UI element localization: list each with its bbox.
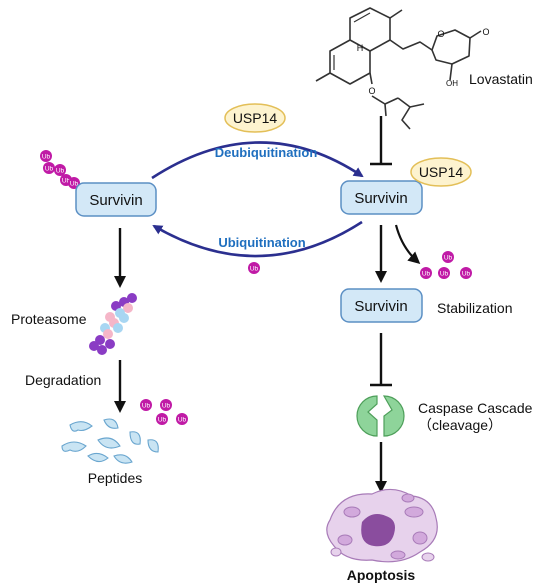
chem-o-label: O xyxy=(437,29,444,39)
survivin-stable-box: Survivin xyxy=(340,288,423,323)
peptides-icon xyxy=(61,418,159,464)
caspase-cascade-label: Caspase Cascade xyxy=(418,400,533,416)
caspase-inhibition-arrow xyxy=(370,333,392,387)
chem-h-label: H xyxy=(357,43,364,53)
svg-text:Ub: Ub xyxy=(42,154,51,161)
degradation-label: Degradation xyxy=(25,372,101,388)
lovastatin-inhibition-arrow xyxy=(370,116,392,166)
proteasome-label: Proteasome xyxy=(11,311,87,327)
chem-o-label: O xyxy=(368,86,375,96)
apoptosis-cell xyxy=(326,488,438,563)
apoptosis-label: Apoptosis xyxy=(347,567,416,583)
deubiquitination-arrow xyxy=(151,141,364,180)
svg-text:Ub: Ub xyxy=(45,166,54,173)
svg-text:Ub: Ub xyxy=(62,178,71,185)
ub-marker: Ub xyxy=(248,262,260,274)
lovastatin-structure xyxy=(315,7,482,130)
usp14-right-label: USP14 xyxy=(419,164,464,180)
survivin-left-label: Survivin xyxy=(89,192,142,209)
svg-text:Ub: Ub xyxy=(440,271,449,278)
svg-text:Ub: Ub xyxy=(250,266,259,273)
svg-text:Ub: Ub xyxy=(444,255,453,262)
ub-release-arrow xyxy=(394,224,421,264)
svg-text:Ub: Ub xyxy=(142,403,151,410)
deubiquitination-label: Deubiquitination xyxy=(215,145,318,160)
svg-text:Ub: Ub xyxy=(70,181,79,188)
survivin-right-label: Survivin xyxy=(354,190,407,207)
usp14-top-badge: USP14 xyxy=(224,103,286,133)
svg-text:Ub: Ub xyxy=(158,417,167,424)
caspase-icon xyxy=(356,395,405,437)
chem-oh-label: OH xyxy=(446,79,458,88)
proteasome-icon xyxy=(89,293,137,355)
survivin-left-box: Survivin xyxy=(75,182,157,217)
cleavage-label: （cleavage） xyxy=(418,417,502,433)
ub-released-cluster: Ub Ub Ub Ub xyxy=(420,251,472,279)
survivin-stable-label: Survivin xyxy=(354,298,407,315)
svg-text:Ub: Ub xyxy=(178,417,187,424)
svg-text:Ub: Ub xyxy=(422,271,431,278)
usp14-top-label: USP14 xyxy=(233,110,278,126)
ub-chain-left: Ub Ub Ub Ub Ub xyxy=(40,150,80,189)
peptides-label: Peptides xyxy=(88,470,142,486)
svg-text:Ub: Ub xyxy=(162,403,171,410)
svg-text:Ub: Ub xyxy=(56,168,65,175)
svg-text:Ub: Ub xyxy=(462,271,471,278)
ub-released-degradation: Ub Ub Ub Ub xyxy=(140,399,188,425)
stabilization-label: Stabilization xyxy=(437,300,513,316)
usp14-right-badge: USP14 xyxy=(410,157,472,187)
ubiquitination-label: Ubiquitination xyxy=(218,235,305,250)
chem-o-label: O xyxy=(482,27,489,37)
lovastatin-label: Lovastatin xyxy=(469,71,533,87)
survivin-right-box: Survivin xyxy=(340,180,423,215)
ubiquitination-arrow xyxy=(152,220,363,258)
